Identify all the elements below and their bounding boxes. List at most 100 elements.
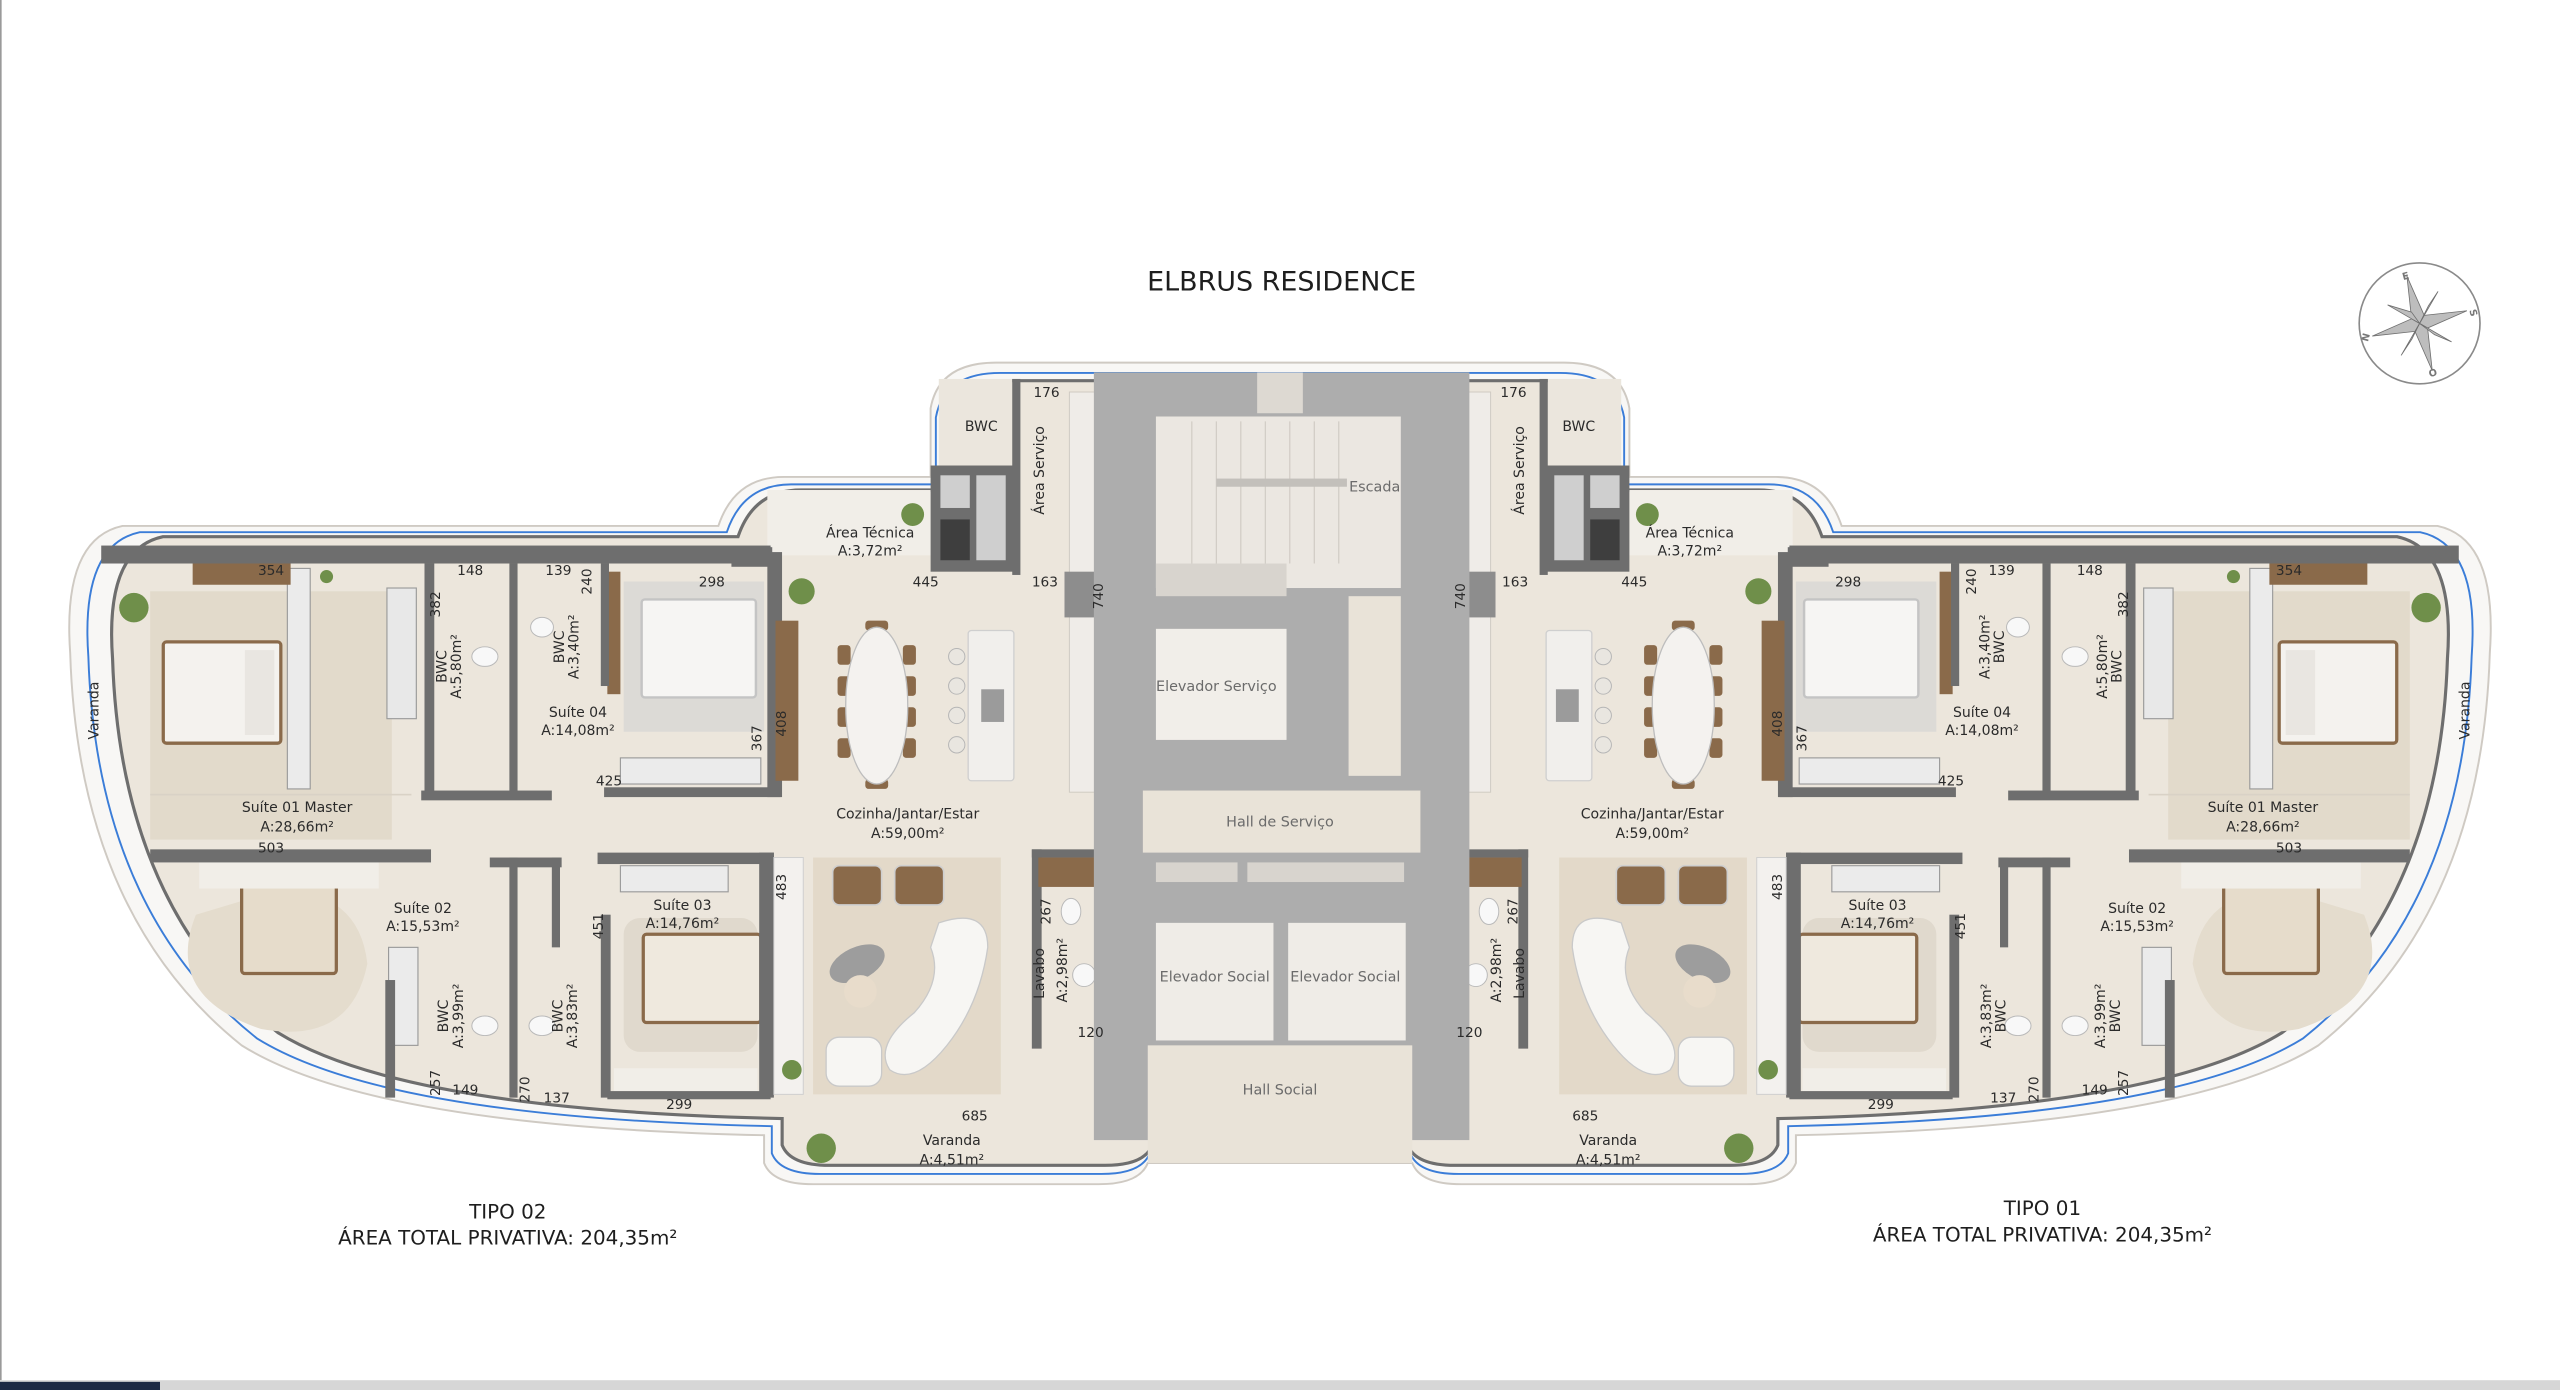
tipo-02-rooms-bwc2-area: A:3,40m² bbox=[567, 614, 583, 679]
tipo-01-dims-d740: 740 bbox=[1453, 583, 1469, 609]
tipo-01-rooms-bwc2-name: BWC bbox=[1992, 630, 2008, 663]
tipo-01-rooms-master-name: Suíte 01 Master bbox=[2208, 800, 2319, 816]
tipo-02-rooms-tech-area: A:3,72m² bbox=[838, 543, 903, 559]
tipo-01-dims-d240: 240 bbox=[1964, 568, 1980, 594]
tipo-01-rooms-bwc3-area: A:3,99m² bbox=[2093, 984, 2109, 1049]
tipo-01-dims-d149: 149 bbox=[2082, 1082, 2108, 1098]
tipo-02-rooms-suite04-name: Suíte 04 bbox=[549, 705, 607, 721]
tipo-02-rooms-bwc3-name: BWC bbox=[436, 999, 452, 1032]
tipo-02-rooms-suite02-area: A:15,53m² bbox=[386, 919, 460, 935]
tipo-02-dims-d163: 163 bbox=[1032, 574, 1058, 590]
tipo-02-rooms-bwc4-area: A:3,83m² bbox=[565, 984, 581, 1049]
tipo-01-type: TIPO 01 bbox=[2003, 1197, 2081, 1220]
tipo-02-dims-d425: 425 bbox=[596, 774, 622, 790]
tipo-02-rooms-lavabo-area: A:2,98m² bbox=[1055, 938, 1071, 1003]
tipo-01-rooms-bwc1-name: BWC bbox=[2110, 650, 2126, 683]
tipo-02-rooms-varanda-name: Varanda bbox=[923, 1133, 981, 1149]
tipo-02-rooms-service-bwc: BWC bbox=[965, 419, 998, 435]
tipo-02-dims-d740: 740 bbox=[1091, 583, 1107, 609]
bottom-bar bbox=[0, 1380, 2560, 1390]
tipo-02-dims-d503: 503 bbox=[258, 841, 284, 857]
tipo-01-rooms-tech-area: A:3,72m² bbox=[1657, 543, 1722, 559]
tipo-01-dims-d257: 257 bbox=[2116, 1070, 2132, 1096]
label-stairs: Escada bbox=[1349, 480, 1400, 496]
tipo-01-dims-d685: 685 bbox=[1572, 1108, 1598, 1124]
compass-icon: N E S O bbox=[2358, 262, 2481, 385]
tipo-02-rooms-suite03-name: Suíte 03 bbox=[653, 898, 711, 914]
tipo-02-dims-d148: 148 bbox=[457, 563, 483, 579]
label-service-elevator: Elevador Serviço bbox=[1156, 679, 1277, 695]
tipo-01-dims-d176: 176 bbox=[1500, 385, 1526, 401]
tipo-01-rooms-suite04-area: A:14,08m² bbox=[1945, 723, 2019, 739]
tipo-01-rooms-suite02-area: A:15,53m² bbox=[2100, 919, 2174, 935]
tipo-01-dims-d139: 139 bbox=[1989, 563, 2015, 579]
tipo-02-dims-d267: 267 bbox=[1039, 898, 1055, 924]
tipo-01-rooms-bwc1-area: A:5,80m² bbox=[2095, 634, 2111, 699]
tipo-01-rooms-tech-name: Área Técnica bbox=[1646, 523, 1734, 541]
tipo-02-dims-d382: 382 bbox=[428, 591, 444, 617]
tipo-02-dims-d299: 299 bbox=[666, 1097, 692, 1113]
tipo-01-dims-d148: 148 bbox=[2077, 563, 2103, 579]
tipo-02-dims-d149: 149 bbox=[452, 1082, 478, 1098]
tipo-01-rooms-varanda-area: A:4,51m² bbox=[1576, 1153, 1641, 1169]
tipo-01-rooms-suite03-name: Suíte 03 bbox=[1848, 898, 1906, 914]
tipo-01-rooms-master-area: A:28,66m² bbox=[2226, 819, 2300, 835]
tipo-01-dims-d408: 408 bbox=[1770, 711, 1786, 737]
tipo-01-dims-d382: 382 bbox=[2116, 591, 2132, 617]
tipo-01-rooms-suite03-area: A:14,76m² bbox=[1841, 916, 1915, 932]
tipo-01-rooms-lavabo-area: A:2,98m² bbox=[1489, 938, 1505, 1003]
compass-e: E bbox=[2401, 271, 2410, 283]
tipo-01-rooms-bwc4-area: A:3,83m² bbox=[1979, 984, 1995, 1049]
tipo-02-rooms-suite04-area: A:14,08m² bbox=[541, 723, 615, 739]
tipo-01-rooms-bwc2-area: A:3,40m² bbox=[1977, 614, 1993, 679]
compass-s: S bbox=[2466, 308, 2478, 318]
tipo-01-dims-d120: 120 bbox=[1456, 1025, 1482, 1041]
bottom-bar-tab[interactable] bbox=[0, 1381, 160, 1390]
tipo-01-rooms-bwc3-name: BWC bbox=[2108, 999, 2124, 1032]
tipo-02-rooms-side-varanda: Varanda bbox=[87, 682, 103, 740]
label-social-elevator-2: Elevador Social bbox=[1290, 970, 1400, 986]
tipo-02-dims-d445: 445 bbox=[913, 574, 939, 590]
tipo-02-rooms-lavabo-name: Lavabo bbox=[1032, 948, 1048, 999]
tipo-02-total: ÁREA TOTAL PRIVATIVA: 204,35m² bbox=[338, 1227, 677, 1250]
tipo-01-dims-d137: 137 bbox=[1990, 1091, 2016, 1107]
tipo-02-dims-d257: 257 bbox=[428, 1070, 444, 1096]
tipo-01-dims-d425: 425 bbox=[1938, 774, 1964, 790]
tipo-01-dims-d267: 267 bbox=[1505, 898, 1521, 924]
label-social-hall: Hall Social bbox=[1243, 1082, 1318, 1098]
tipo-02-dims-d354: 354 bbox=[258, 563, 284, 579]
label-service-hall: Hall de Serviço bbox=[1226, 814, 1334, 830]
tipo-02-dims-d176: 176 bbox=[1033, 385, 1059, 401]
tipo-02-rooms-master-name: Suíte 01 Master bbox=[242, 800, 353, 816]
tipo-02-dims-d685: 685 bbox=[962, 1108, 988, 1124]
tipo-02-rooms-bwc2-name: BWC bbox=[552, 630, 568, 663]
tipo-02-rooms-suite03-area: A:14,76m² bbox=[646, 916, 720, 932]
tipo-02-rooms-master-area: A:28,66m² bbox=[260, 819, 334, 835]
tipo-02-dims-d137: 137 bbox=[544, 1091, 570, 1107]
tipo-01-dims-d163: 163 bbox=[1502, 574, 1528, 590]
tipo-02-dims-d120: 120 bbox=[1078, 1025, 1104, 1041]
compass-n: N bbox=[2360, 332, 2373, 343]
tipo-02-rooms-living-name: Cozinha/Jantar/Estar bbox=[836, 806, 979, 822]
tipo-02-dims-d298: 298 bbox=[699, 574, 725, 590]
page-title: ELBRUS RESIDENCE bbox=[1147, 267, 1416, 298]
tipo-02-type: TIPO 02 bbox=[468, 1200, 546, 1223]
building-core bbox=[1093, 372, 1470, 1163]
tipo-01-dims-d367: 367 bbox=[1794, 725, 1810, 751]
tipo-02-rooms-bwc4-name: BWC bbox=[550, 999, 566, 1032]
tipo-01-rooms-service-name: Área Serviço bbox=[1510, 426, 1528, 515]
tipo-01-dims-d270: 270 bbox=[2026, 1076, 2042, 1102]
tipo-01-rooms-bwc4-name: BWC bbox=[1994, 999, 2010, 1032]
tipo-01-rooms-side-varanda: Varanda bbox=[2457, 682, 2473, 740]
tipo-02-rooms-bwc1-area: A:5,80m² bbox=[449, 634, 465, 699]
tipo-01-rooms-suite02-name: Suíte 02 bbox=[2108, 901, 2166, 917]
tipo-02-rooms-living-area: A:59,00m² bbox=[871, 826, 945, 842]
tipo-02-rooms-bwc3-area: A:3,99m² bbox=[451, 984, 467, 1049]
compass-o: O bbox=[2427, 365, 2438, 378]
tipo-02-rooms-service-name: Área Serviço bbox=[1030, 426, 1048, 515]
tipo-02-rooms-suite02-name: Suíte 02 bbox=[394, 901, 452, 917]
tipo-01-dims-d503: 503 bbox=[2276, 841, 2302, 857]
tipo-02-dims-d408: 408 bbox=[774, 711, 790, 737]
tipo-02-dims-d483: 483 bbox=[774, 874, 790, 900]
